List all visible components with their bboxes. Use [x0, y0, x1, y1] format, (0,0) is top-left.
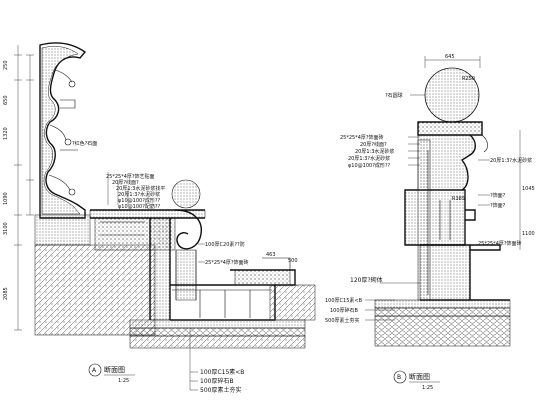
section-a-gravel-base [129, 327, 306, 337]
callout-b-bottom-3: 500厚素土夯实 [325, 317, 360, 324]
callout-a-bottom-1: 100厚C15素<B [200, 368, 244, 376]
callout-b-left-5: φ10@100?成形?? [348, 162, 391, 169]
callout-b-left-3: 20厚1:3水泥砂浆 [355, 148, 394, 155]
section-a-steps [89, 209, 206, 321]
section-b-title: B 断面图 1:25 [393, 370, 440, 391]
callout-b-right-2: ?饰面? [490, 192, 506, 199]
callout-b-r385: R385 [452, 196, 465, 202]
section-a: 250 650 1320 1090 3100 2085 [3, 42, 316, 394]
callout-b-right-3: ?饰面? [490, 202, 506, 209]
callout-b-left-1: 25*25*4厚?饰面砖 [340, 134, 384, 141]
dim-a-1: 250 [3, 60, 9, 70]
dim-b-top-2: R250 [462, 76, 475, 82]
dim-b-right-2: 1100 [522, 231, 535, 237]
callout-a-top-6: φ10@100?配筋?? [118, 203, 161, 210]
callout-a-right-2: 25*25*4厚?饰面砖 [205, 259, 249, 266]
section-b-soil-base [374, 315, 511, 347]
callout-b-mid: 25*25*4厚?饰面砖 [478, 240, 522, 247]
callout-a-top-3: 20厚1:3水泥砂浆找平 [116, 185, 165, 192]
section-a-scroll-ornament [171, 179, 202, 301]
callout-b-right-1: 20厚1:3?水泥砂浆 [490, 157, 532, 164]
section-a-callouts-bottom: 100厚C15素<B 100厚碎石B 500厚素土夯实 [189, 328, 244, 394]
callout-a-top-1: 25*25*4厚?饰艺贴面 [106, 173, 155, 180]
dim-b-top-1: 645 [445, 54, 455, 60]
section-b-main-wall [404, 139, 476, 301]
callout-b-left-2: 20厚?线面? [360, 141, 387, 148]
section-a-upper-wall [34, 214, 91, 246]
section-b-callouts-bottom: 100厚C15素<B 100厚碎石B 500厚素土夯实 [325, 297, 395, 324]
dim-a-small-2: 500 [288, 258, 298, 264]
section-a-dimension-chain: 250 650 1320 1090 3100 2085 [3, 45, 34, 331]
callout-b-left-4: 20厚1:3?水泥砂浆 [348, 155, 390, 162]
callout-a-bottom-2: 100厚碎石B [200, 377, 234, 385]
section-a-callouts-right: 100厚C20素??防 25*25*4厚?饰面砖 463 500 [198, 241, 298, 266]
dim-a-3: 1320 [3, 127, 9, 140]
section-b-scale: 1:25 [422, 385, 433, 391]
section-a-callouts-top: 25*25*4厚?饰艺贴面 20厚?线面? 20厚1:3水泥砂浆找平 20厚1:… [106, 172, 165, 210]
section-b-callouts-right: 20厚1:3?水泥砂浆 ?饰面? ?饰面? 1045 1100 R385 25*… [452, 130, 535, 250]
dim-b-right-1: 1045 [522, 186, 535, 192]
section-b-title-text: 断面图 [409, 372, 430, 381]
dim-a-4: 1090 [3, 192, 9, 205]
section-a-ornamental-wall [39, 42, 87, 219]
section-a-soil-right [269, 284, 316, 321]
callout-a-top-2: 20厚?线面? [112, 179, 139, 186]
callout-a-top-4: 20厚1:3?水泥砂浆 [118, 191, 160, 198]
dim-a-small-1: 463 [266, 252, 276, 258]
section-b-stone-ball: 645 R250 ?石圆球 [385, 54, 481, 123]
callout-a-mid: ?红色?石面 [72, 140, 97, 147]
section-b-callouts-left: 25*25*4厚?饰面砖 20厚?线面? 20厚1:3水泥砂浆 20厚1:3?水… [340, 134, 420, 169]
section-b-pedestal [417, 121, 488, 191]
callout-b-bottom-2: 100厚碎石B [330, 307, 359, 314]
callout-a-right-1: 100厚C20素??防 [205, 241, 245, 248]
section-b-concrete-base [374, 299, 511, 309]
section-b-pool [470, 244, 510, 301]
callout-a-top-5: φ10@100?成形?? [118, 197, 161, 204]
section-a-title: A 断面图 1:25 [88, 363, 135, 384]
section-a-scale: 1:25 [118, 378, 129, 384]
section-b-gravel-base [374, 307, 511, 317]
section-a-title-text: 断面图 [104, 365, 125, 374]
dim-a-6: 2085 [3, 287, 9, 300]
section-b: 645 R250 ?石圆球 [325, 54, 535, 391]
callout-b-bottom-1: 100厚C15素<B [325, 297, 363, 304]
section-a-concrete-base [129, 319, 306, 329]
dim-a-2: 650 [3, 95, 9, 105]
section-a-title-letter: A [92, 367, 97, 374]
callout-b-left-low: 120厚?砌体 [350, 276, 383, 284]
label-b-ball: ?石圆球 [385, 92, 403, 99]
section-a-soil-base [129, 335, 306, 349]
dim-a-5: 3100 [3, 222, 9, 235]
section-b-title-letter: B [397, 374, 401, 381]
callout-a-bottom-3: 500厚素土夯实 [200, 386, 241, 394]
